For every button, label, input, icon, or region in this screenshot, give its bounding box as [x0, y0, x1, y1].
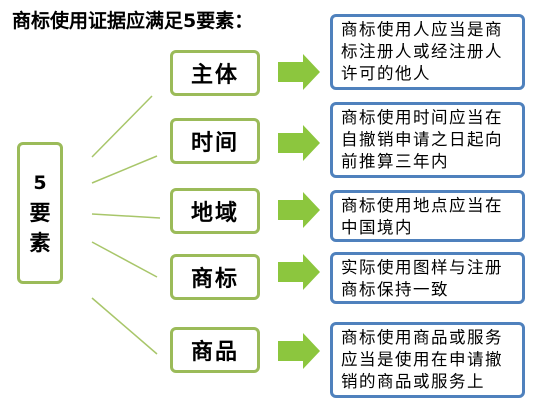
arrow-icon	[278, 125, 320, 161]
arrow-icon	[278, 254, 320, 290]
page-title: 商标使用证据应满足5要素：	[12, 10, 254, 32]
arrow-icon	[278, 54, 320, 90]
node-territory: 地域	[170, 188, 260, 234]
description-time: 商标使用时间应当在自撤销申请之日起向前推算三年内	[330, 102, 525, 178]
description-goods: 商标使用商品或服务应当是使用在申请撤销的商品或服务上	[330, 322, 525, 398]
root-node: 5 要 素	[17, 142, 63, 284]
root-label-line2: 素	[29, 231, 51, 255]
description-trademark: 实际使用图样与注册商标保持一致	[330, 252, 525, 304]
connector-line-5	[91, 297, 158, 355]
node-time: 时间	[170, 118, 260, 164]
arrows	[278, 54, 320, 369]
node-subject: 主体	[170, 50, 260, 96]
description-subject: 商标使用人应当是商标注册人或经注册人许可的他人	[330, 14, 525, 90]
arrow-icon	[278, 192, 320, 228]
root-label-line1: 要	[29, 201, 51, 225]
connector-line-4	[91, 241, 158, 278]
root-number: 5	[33, 172, 47, 194]
node-trademark: 商标	[170, 254, 260, 300]
node-goods: 商品	[170, 327, 260, 373]
connector-line-3	[91, 213, 161, 219]
description-territory: 商标使用地点应当在中国境内	[330, 190, 525, 242]
connector-line-2	[91, 155, 158, 184]
connector-line-1	[91, 95, 153, 158]
connector-lines	[91, 95, 161, 355]
arrow-icon	[278, 333, 320, 369]
